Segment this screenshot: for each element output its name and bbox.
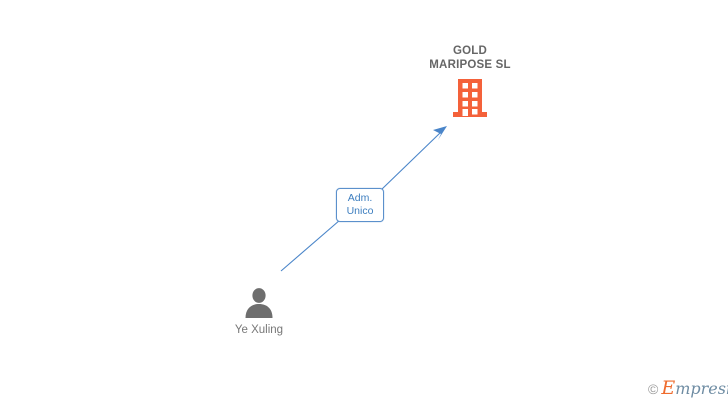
person-node[interactable]: Ye Xuling	[185, 285, 333, 337]
company-icon-wrap	[394, 79, 546, 121]
relation-label-box[interactable]: Adm. Unico	[336, 188, 384, 222]
relation-label-line-2: Unico	[346, 205, 374, 217]
office-building-icon	[453, 79, 487, 117]
connector-arrowhead-icon	[433, 126, 447, 134]
person-name-label: Ye Xuling	[234, 324, 284, 336]
brand-initial: E	[661, 377, 676, 399]
relation-label-line-1: Adm.	[347, 192, 373, 204]
brand-wordmark: Empresia	[661, 379, 728, 398]
brand-rest: mpresia	[675, 379, 728, 398]
company-name-label: GOLD MARIPOSE SL	[429, 45, 511, 71]
company-node[interactable]: GOLD MARIPOSE SL	[394, 44, 546, 121]
connector-line-lower	[280, 219, 341, 272]
copyright-icon: ©	[648, 380, 659, 397]
user-silhouette-icon	[245, 288, 273, 318]
person-icon-wrap	[185, 285, 333, 318]
empresia-watermark: © Empresia	[648, 379, 728, 398]
connector-line-upper	[380, 132, 441, 191]
connector-arrowhead-icon-tail	[438, 126, 447, 140]
